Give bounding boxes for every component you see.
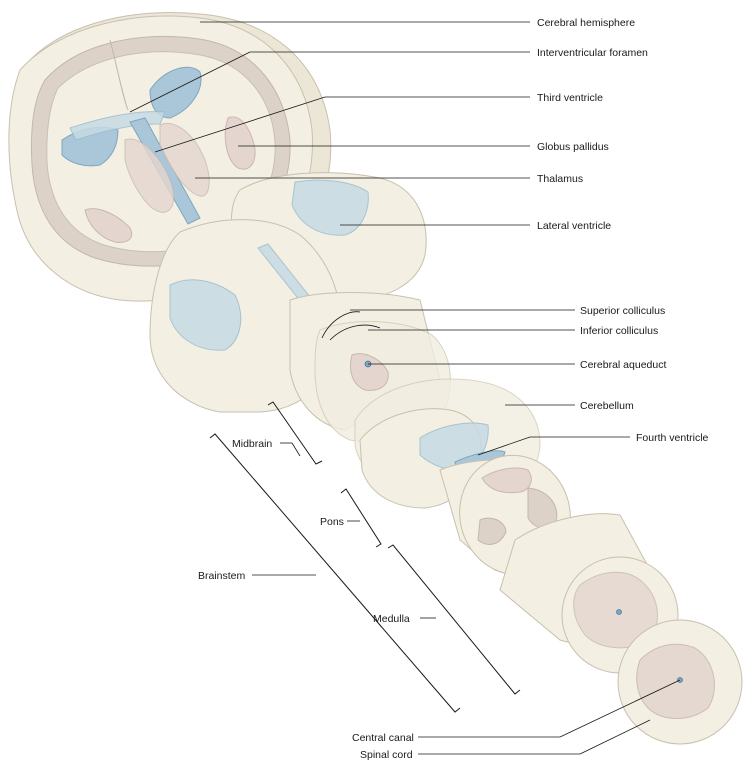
label-spinal-cord: Spinal cord	[360, 749, 413, 761]
label-pons: Pons	[320, 516, 344, 528]
labels: Cerebral hemisphere Interventricular for…	[198, 17, 709, 761]
label-globus-pallidus: Globus pallidus	[537, 141, 609, 153]
brainstem-bracket	[209, 433, 461, 713]
label-fourth-ventricle: Fourth ventricle	[636, 432, 709, 444]
label-midbrain: Midbrain	[232, 438, 272, 450]
label-central-canal: Central canal	[352, 732, 414, 744]
label-cerebellum: Cerebellum	[580, 400, 634, 412]
label-interventricular-foramen: Interventricular foramen	[537, 47, 648, 59]
leader-lines	[129, 21, 681, 755]
label-superior-colliculus: Superior colliculus	[580, 305, 665, 317]
label-cerebral-hemisphere: Cerebral hemisphere	[537, 17, 635, 29]
lower-spinal-cord-slice	[617, 619, 743, 745]
label-third-ventricle: Third ventricle	[537, 92, 603, 104]
label-brainstem: Brainstem	[198, 570, 246, 582]
label-inferior-colliculus: Inferior colliculus	[580, 325, 658, 337]
label-cerebral-aqueduct: Cerebral aqueduct	[580, 359, 666, 371]
region-brackets	[209, 401, 521, 713]
label-lateral-ventricle: Lateral ventricle	[537, 220, 611, 232]
medulla-bracket	[387, 544, 521, 695]
label-medulla: Medulla	[373, 613, 410, 625]
label-thalamus: Thalamus	[537, 173, 583, 185]
pons-bracket	[340, 488, 382, 548]
midbrain-bracket	[267, 401, 323, 465]
